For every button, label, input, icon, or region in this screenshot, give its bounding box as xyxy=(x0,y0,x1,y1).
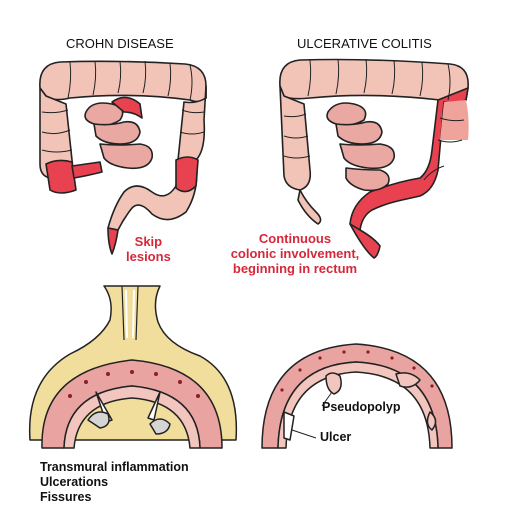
crohn-feature-item: Fissures xyxy=(40,490,92,504)
uc-involvement-line2: colonic involvement, xyxy=(230,246,360,261)
uc-colon xyxy=(279,58,469,259)
crohn-ulcer xyxy=(149,418,171,435)
ulcer-label: Ulcer xyxy=(320,430,352,444)
crohn-feature-item: Ulcerations xyxy=(40,475,109,489)
uc-pseudopolyp xyxy=(395,372,421,388)
skip-lesions-line1: Skip xyxy=(134,234,163,249)
uc-ulcer xyxy=(283,411,295,441)
crohn-sigmoid xyxy=(107,159,198,231)
uc-cross-section xyxy=(261,343,453,449)
uc-pseudopolyp xyxy=(325,372,342,395)
crohn-features-list: Transmural inflammation Ulcerations Fiss… xyxy=(40,460,189,505)
uc-involvement-line3: beginning in rectum xyxy=(232,261,358,276)
crohn-ulcer xyxy=(87,411,110,429)
crohn-small-intestine xyxy=(84,102,154,170)
uc-appendix xyxy=(297,189,322,225)
crohn-lesion-descending xyxy=(175,156,199,193)
crohn-fissure xyxy=(147,391,161,421)
skip-lesions-label: Skip lesions xyxy=(126,234,171,264)
crohn-title: CROHN DISEASE xyxy=(66,36,174,51)
skip-lesions-line2: lesions xyxy=(126,249,171,264)
uc-title: ULCERATIVE COLITIS xyxy=(297,36,432,51)
crohn-colon xyxy=(39,60,207,255)
pseudopolyp-label: Pseudopolyp xyxy=(322,400,401,414)
uc-rectum xyxy=(349,223,381,259)
uc-involvement-label: Continuous colonic involvement, beginnin… xyxy=(224,231,366,276)
uc-small-intestine xyxy=(326,102,396,192)
crohn-cross-section xyxy=(28,285,238,449)
uc-descending-colon xyxy=(349,87,469,231)
crohn-transverse-colon xyxy=(39,60,207,103)
crohn-rectum xyxy=(107,227,119,255)
crohn-feature-item: Transmural inflammation xyxy=(40,460,189,474)
crohn-lesion-terminal-ileum xyxy=(111,96,143,119)
uc-involvement-line1: Continuous xyxy=(258,231,332,246)
crohn-lesion-ascending xyxy=(45,159,77,194)
crohn-lesion-ileum-link xyxy=(71,161,103,179)
uc-pseudopolyp xyxy=(426,411,437,431)
